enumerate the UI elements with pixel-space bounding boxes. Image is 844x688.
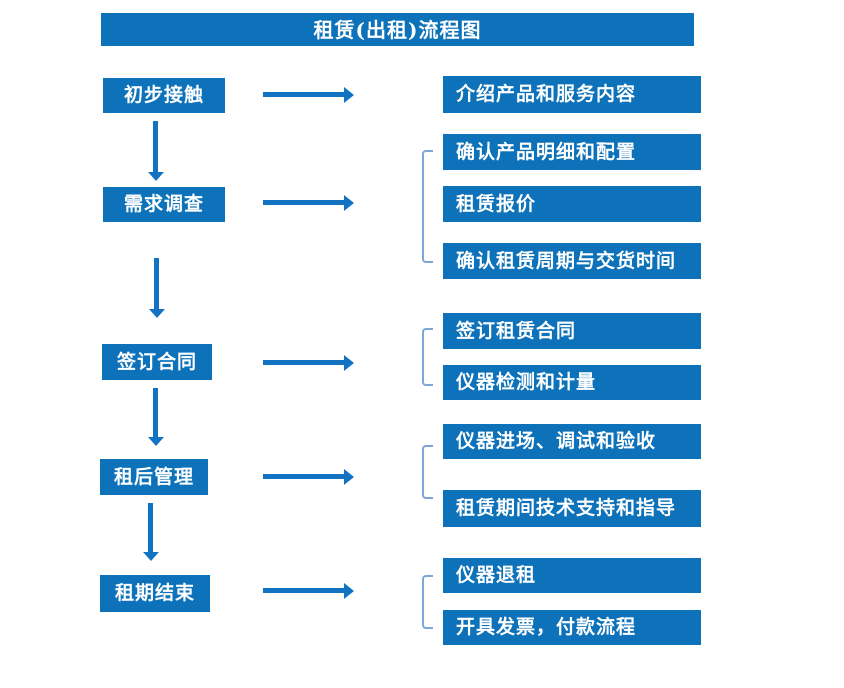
right-arrow-icon bbox=[263, 474, 344, 479]
stage-box-demand-survey: 需求调查 bbox=[103, 187, 225, 222]
stage-box-post-rental-management: 租后管理 bbox=[100, 459, 208, 495]
output-box: 确认产品明细和配置 bbox=[443, 134, 701, 170]
flowchart-title: 租赁(出租)流程图 bbox=[101, 13, 694, 46]
stage-box-lease-end: 租期结束 bbox=[100, 575, 210, 612]
right-arrow-icon bbox=[263, 588, 344, 593]
group-bracket bbox=[422, 445, 433, 499]
down-arrow-icon bbox=[148, 503, 153, 552]
output-box: 确认租赁周期与交货时间 bbox=[443, 243, 701, 279]
output-box: 租赁期间技术支持和指导 bbox=[443, 490, 701, 527]
output-box: 租赁报价 bbox=[443, 186, 701, 222]
down-arrow-icon bbox=[153, 388, 158, 437]
down-arrow-icon bbox=[153, 121, 158, 172]
output-box: 签订租赁合同 bbox=[443, 313, 701, 349]
stage-box-initial-contact: 初步接触 bbox=[103, 78, 225, 113]
group-bracket bbox=[422, 328, 433, 386]
output-box: 仪器进场、调试和验收 bbox=[443, 424, 701, 459]
output-box: 仪器退租 bbox=[443, 558, 701, 593]
right-arrow-icon bbox=[263, 360, 344, 365]
output-box: 介绍产品和服务内容 bbox=[443, 76, 701, 113]
group-bracket bbox=[422, 575, 433, 629]
group-bracket bbox=[422, 150, 433, 263]
stage-box-sign-contract: 签订合同 bbox=[102, 344, 212, 380]
right-arrow-icon bbox=[263, 92, 344, 97]
down-arrow-icon bbox=[154, 258, 159, 309]
output-box: 仪器检测和计量 bbox=[443, 365, 701, 400]
output-box: 开具发票，付款流程 bbox=[443, 610, 701, 645]
right-arrow-icon bbox=[263, 200, 344, 205]
